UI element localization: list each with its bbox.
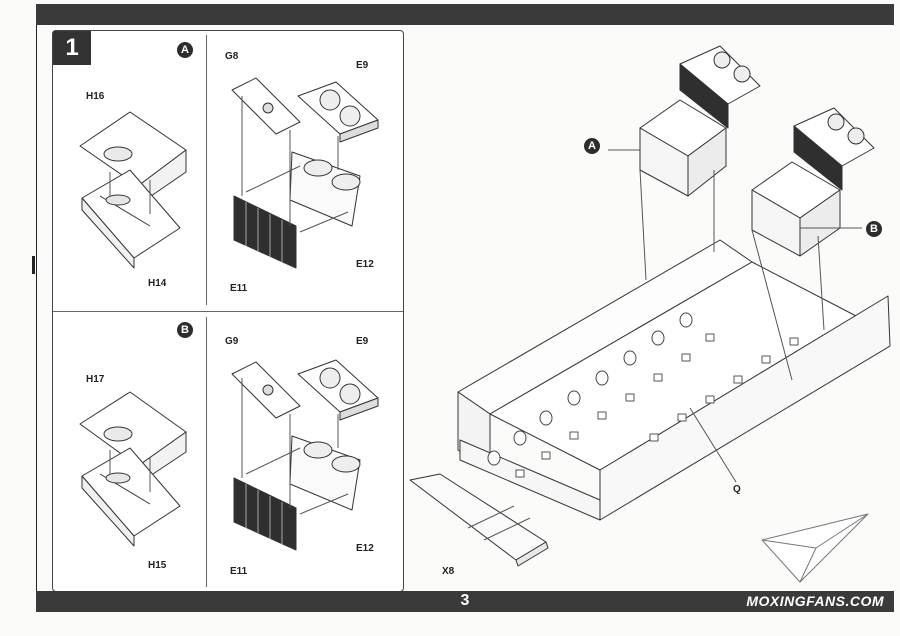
label-e12: E12: [356, 259, 374, 270]
label-h15: H15: [148, 560, 167, 571]
callout-a-panel: A: [177, 42, 193, 58]
brand-watermark: MOXINGFANS.COM: [746, 593, 884, 609]
paper-plane-logo: [761, 513, 869, 583]
panel-divider-horizontal: [53, 311, 403, 312]
assembly-b-drawing: [751, 161, 841, 257]
label-g9: G9: [225, 336, 239, 347]
label-e11: E11: [230, 283, 248, 294]
part-e9-drawing: [297, 81, 379, 143]
part-e11-drawing: [233, 195, 297, 269]
left-margin-rule: [36, 25, 37, 591]
label-h14: H14: [148, 278, 167, 289]
label-e9b: E9: [356, 336, 369, 347]
label-q: Q: [733, 484, 741, 495]
part-e9b-drawing: [297, 359, 379, 421]
label-e11b: E11: [230, 566, 248, 577]
part-e12-drawing: [289, 151, 361, 227]
top-header-bar: [36, 4, 894, 25]
callout-a-main: A: [584, 138, 600, 154]
panel-divider-vertical-top: [206, 35, 207, 305]
part-q-hull-drawing: [457, 239, 891, 521]
page-number: 3: [460, 592, 470, 609]
left-margin-tick: [32, 256, 35, 274]
label-h16: H16: [86, 91, 105, 102]
part-g9-drawing: [231, 361, 301, 419]
radiator-upper-b-drawing: [793, 107, 875, 191]
label-e12b: E12: [356, 543, 374, 554]
label-g8: G8: [225, 51, 239, 62]
bottom-footer-bar: 3 MOXINGFANS.COM: [36, 591, 894, 612]
radiator-upper-a-drawing: [679, 45, 761, 129]
part-e12b-drawing: [289, 435, 361, 511]
step-number: 1: [53, 31, 91, 65]
part-x8-plate-drawing: [409, 473, 549, 567]
part-h16-drawing: [79, 111, 187, 206]
label-x8: X8: [442, 566, 455, 577]
panel-divider-vertical-bottom: [206, 317, 207, 587]
label-e9: E9: [356, 60, 369, 71]
part-h15-drawing: [81, 447, 181, 547]
assembly-a-drawing: [639, 99, 727, 197]
part-e11b-drawing: [233, 477, 297, 551]
callout-b-main: B: [866, 221, 882, 237]
part-h14-drawing: [81, 169, 181, 269]
label-h17: H17: [86, 374, 105, 385]
part-g8-drawing: [231, 77, 301, 135]
callout-b-panel: B: [177, 322, 193, 338]
